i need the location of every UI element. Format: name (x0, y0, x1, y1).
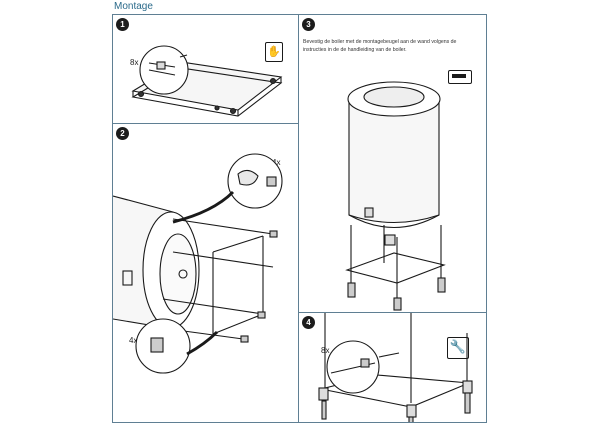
step-3-instruction: Bevestig de boiler met de montagebeugel … (303, 39, 457, 53)
step-3-panel: 3 Bevestig de boiler met de montagebeuge… (298, 14, 487, 313)
step-4-panel: 4 8x 🔧 (298, 312, 487, 423)
step-1-panel: 1 8x ✋ (112, 14, 299, 124)
step-2-quantity-bottom: 4x (129, 336, 138, 345)
step-3-badge: 3 (302, 18, 315, 31)
step-2-quantity-top: 4x (272, 158, 281, 167)
step-2-badge: 2 (116, 127, 129, 140)
step-4-badge: 4 (302, 316, 315, 329)
step-2-boiler-drawing (113, 153, 283, 374)
wall-bracket-icon (448, 70, 472, 84)
step-1-frame-drawing (131, 45, 283, 117)
step-3-boiler-on-stand-drawing (345, 81, 446, 311)
step-4-stand-drawing (318, 313, 473, 422)
step-1-badge: 1 (116, 18, 129, 31)
wrench-icon: 🔧 (447, 337, 469, 359)
section-title: Montage (114, 1, 153, 12)
step-2-panel: 2 4x 4x (112, 123, 299, 423)
step-1-quantity: 8x (130, 58, 139, 67)
hand-tighten-icon: ✋ (265, 42, 283, 62)
